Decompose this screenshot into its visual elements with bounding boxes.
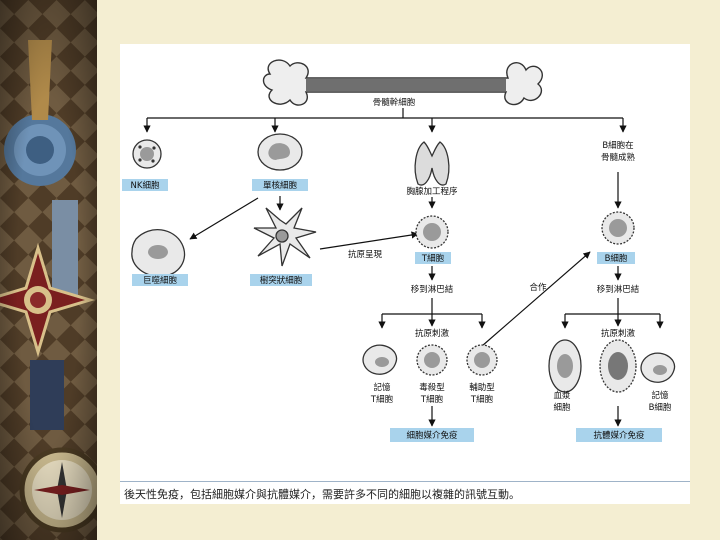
- thymus-icon: [414, 141, 450, 186]
- macrophage-icon: [131, 229, 186, 277]
- bone-marrow-icon: [262, 59, 543, 106]
- label-plasma-line1: 血漿: [553, 390, 571, 401]
- t-cell-icon: [415, 215, 449, 249]
- label-macrophage: 巨噬細胞: [143, 275, 178, 286]
- slide-caption: 後天性免疫，包括細胞媒介與抗體媒介，需要許多不同的細胞以複雜的訊號互動。: [124, 488, 520, 501]
- label-monocyte: 單核細胞: [263, 180, 298, 191]
- activated-b-cell-icon: [599, 339, 637, 393]
- label-cytotoxic-t-line2: T細胞: [420, 394, 444, 405]
- label-b-cell: B細胞: [605, 253, 628, 264]
- cytotoxic-t-cell-icon: [416, 344, 448, 376]
- label-plasma-line2: 細胞: [553, 402, 571, 413]
- label-helper-t-line2: T細胞: [470, 394, 494, 405]
- diagram-panel: 骨髓幹細胞 NK細胞 單核細胞 胸腺加工程序 B細胞在 骨髓成熟 巨噬細胞 樹突…: [120, 44, 690, 504]
- label-cytotoxic-t-line1: 毒殺型: [419, 382, 445, 393]
- memory-t-cell-icon: [362, 344, 398, 375]
- label-b-mature-line2: 骨髓成熟: [601, 152, 636, 163]
- immune-cell-flow-diagram: 骨髓幹細胞 NK細胞 單核細胞 胸腺加工程序 B細胞在 骨髓成熟 巨噬細胞 樹突…: [122, 59, 676, 442]
- label-memory-t-line1: 記憶: [373, 382, 391, 393]
- connector-lines: [143, 104, 664, 427]
- label-dendritic: 樹突狀細胞: [260, 275, 303, 286]
- caption-divider: [120, 481, 690, 482]
- dendritic-cell-icon: [253, 207, 317, 267]
- label-memory-t-line2: T細胞: [370, 394, 394, 405]
- label-thymus: 胸腺加工程序: [406, 186, 458, 197]
- label-b-mature-line1: B細胞在: [602, 140, 633, 151]
- nk-cell-icon: [132, 139, 162, 169]
- b-cell-icon: [601, 211, 635, 245]
- label-cooperation: 合作: [529, 282, 547, 293]
- label-antibody-mediated-immunity: 抗體媒介免疫: [593, 430, 645, 441]
- memory-b-cell-icon: [640, 352, 676, 383]
- decorative-collage-image: [0, 0, 97, 540]
- plasma-cell-icon: [548, 339, 582, 393]
- label-memory-b-line2: B細胞: [649, 402, 672, 413]
- label-memory-b-line1: 記憶: [651, 390, 669, 401]
- label-antigen-presentation: 抗原呈現: [348, 249, 383, 260]
- label-b-antigen-stim: 抗原刺激: [601, 328, 636, 339]
- diagram-labels: 骨髓幹細胞 NK細胞 單核細胞 胸腺加工程序 B細胞在 骨髓成熟 巨噬細胞 樹突…: [122, 96, 672, 442]
- monocyte-icon: [257, 133, 303, 171]
- label-t-cell: T細胞: [421, 253, 445, 264]
- helper-t-cell-icon: [466, 344, 498, 376]
- label-helper-t-line1: 輔助型: [469, 382, 495, 393]
- label-t-antigen-stim: 抗原刺激: [415, 328, 450, 339]
- label-b-to-lymph: 移到淋巴結: [597, 284, 640, 295]
- label-cell-mediated-immunity: 細胞媒介免疫: [406, 430, 458, 441]
- label-nk-cell: NK細胞: [131, 180, 160, 191]
- label-bone-marrow: 骨髓幹細胞: [373, 97, 416, 108]
- label-t-to-lymph: 移到淋巴結: [411, 284, 454, 295]
